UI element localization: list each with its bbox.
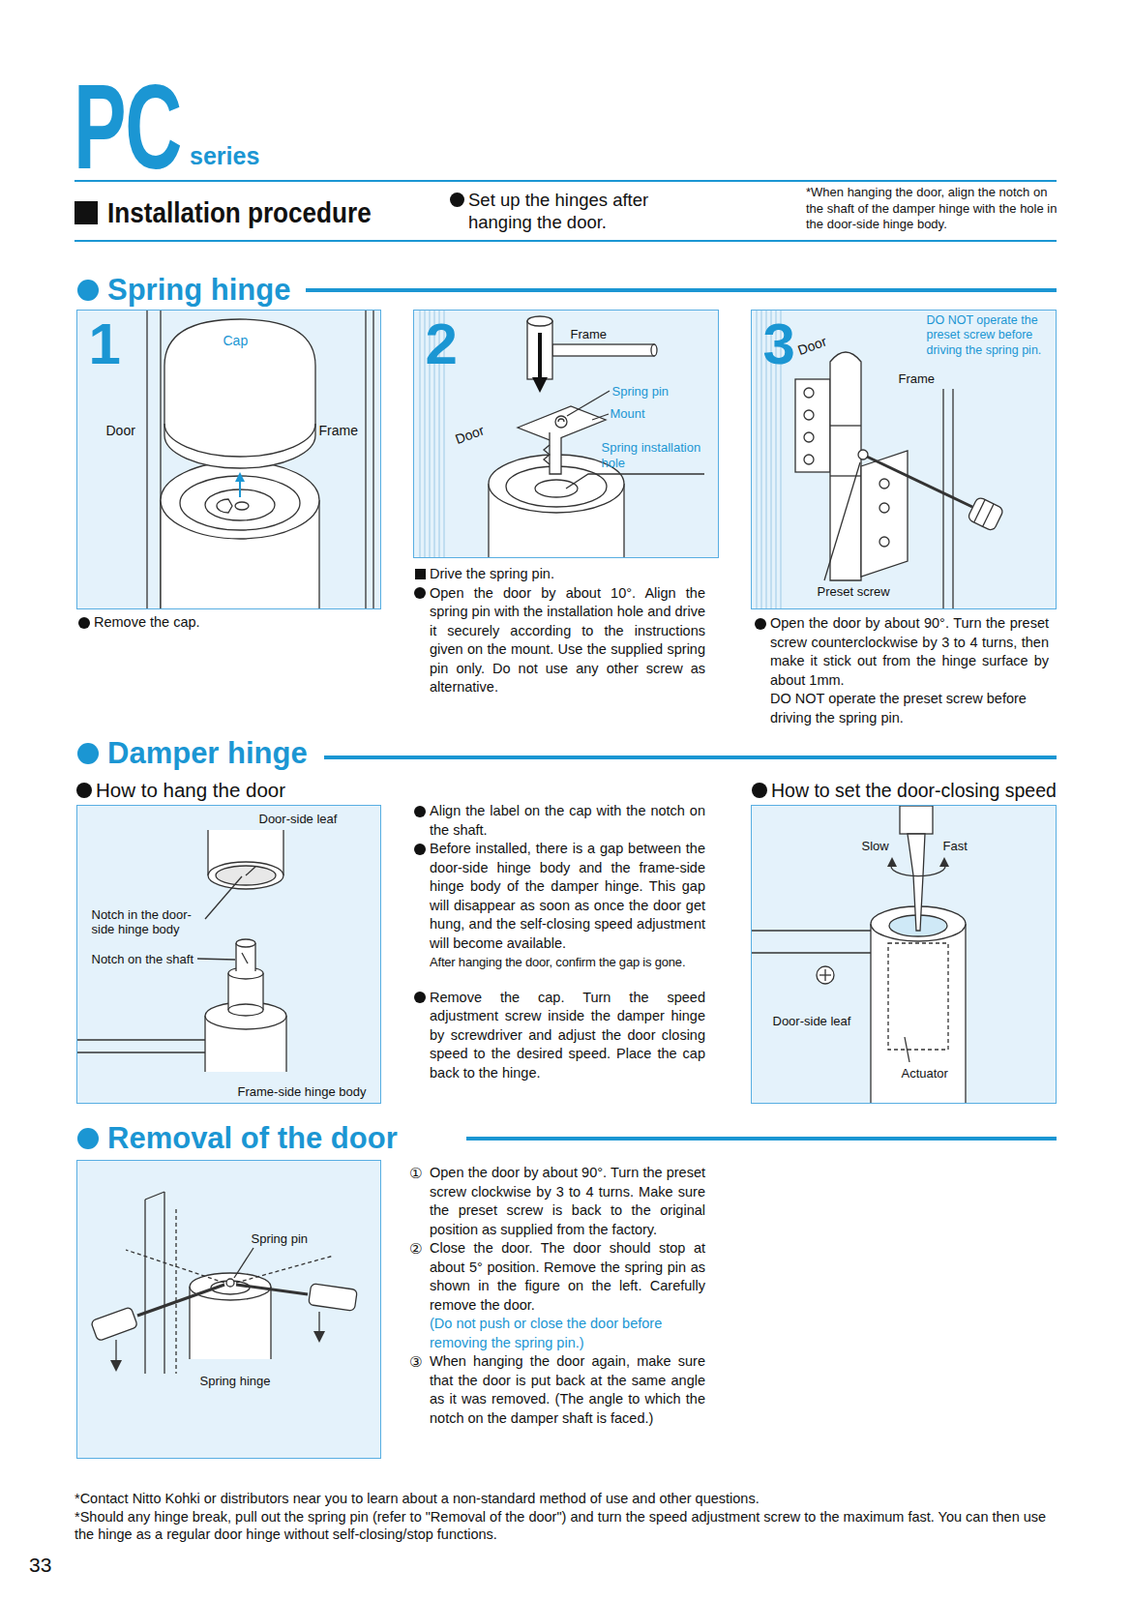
part-label: DO NOT operate the preset screw before d… bbox=[926, 313, 1053, 359]
callout-number: ① bbox=[409, 1163, 422, 1184]
heading-square bbox=[74, 201, 98, 225]
warning-text: (Do not push or close the door before re… bbox=[429, 1314, 706, 1353]
preset-screw-illustration bbox=[795, 352, 1005, 609]
panel-fills bbox=[76, 309, 1057, 1460]
part-label: Spring hinge bbox=[200, 1372, 271, 1391]
bullet-dot bbox=[414, 991, 426, 1004]
push-arrowheads bbox=[110, 1331, 326, 1372]
section-heading: Spring hinge bbox=[107, 272, 291, 308]
step-text: When hanging the door again, make sure t… bbox=[429, 1352, 706, 1429]
step-number: 1 bbox=[89, 315, 121, 374]
step-number: 3 bbox=[763, 315, 796, 374]
step-text: Align the label on the cap with the notc… bbox=[429, 802, 706, 840]
rotation-arrowheads bbox=[887, 857, 950, 867]
drive-arrow bbox=[532, 332, 548, 393]
square-bullet bbox=[415, 568, 426, 580]
header-rule bbox=[74, 179, 1057, 182]
page-title: PC bbox=[73, 66, 181, 187]
bullet-dot bbox=[414, 587, 426, 599]
damper-speed-illustration bbox=[751, 805, 966, 1103]
section-heading: Removal of the door bbox=[107, 1121, 398, 1157]
part-label: Door-side leaf bbox=[259, 810, 338, 829]
part-label: Preset screw bbox=[817, 583, 891, 601]
sub-heading: How to set the door-closing speed bbox=[771, 778, 1057, 803]
title-suffix: series bbox=[189, 142, 260, 170]
step-caption: Remove the cap. bbox=[93, 613, 201, 633]
section-title: Installation procedure bbox=[107, 196, 372, 230]
spring-pin-illustration bbox=[488, 316, 705, 558]
bullet-dot bbox=[449, 192, 465, 208]
page-number: 33 bbox=[29, 1553, 52, 1578]
part-label: Door bbox=[795, 331, 830, 359]
part-label: Fast bbox=[943, 837, 968, 856]
bullet-dot bbox=[414, 805, 426, 818]
step-text: Open the door by about 90°. Turn the pre… bbox=[770, 614, 1049, 690]
part-label: Door bbox=[106, 421, 136, 441]
removal-illustration bbox=[90, 1191, 358, 1374]
part-label: Frame bbox=[898, 370, 936, 388]
part-label: Cap bbox=[223, 331, 249, 351]
footnote: *Contact Nitto Kohki or distributors nea… bbox=[74, 1489, 1062, 1509]
part-label: Mount bbox=[610, 405, 646, 423]
part-label: Spring pin bbox=[612, 383, 670, 401]
figure-panel: Slow FastDoor-side leafActuator bbox=[750, 804, 1057, 1104]
figure-panel: 3 DO NOT operate the preset screw before … bbox=[750, 309, 1057, 610]
section-heading: Damper hinge bbox=[107, 736, 308, 772]
step-text: Open the door by about 90°. Turn the pre… bbox=[429, 1163, 706, 1240]
part-label: Door-side leaf bbox=[773, 1012, 852, 1031]
part-label: Spring installation hole bbox=[601, 440, 716, 472]
part-label: Frame-side hinge body bbox=[238, 1083, 367, 1102]
step-number: 2 bbox=[425, 315, 458, 374]
step-text: Remove the cap. Turn the speed adjustmen… bbox=[429, 988, 706, 1084]
figure-panel: Spring pinSpring hinge bbox=[76, 1160, 382, 1460]
part-label: Frame bbox=[319, 421, 358, 441]
damper-hang-illustration bbox=[76, 830, 287, 1073]
part-label: Frame bbox=[570, 326, 608, 344]
bullet-dot bbox=[77, 279, 99, 301]
part-label: Actuator bbox=[901, 1065, 949, 1083]
step-text: Before installed, there is a gap between… bbox=[429, 839, 706, 954]
callout-number: ② bbox=[409, 1239, 422, 1259]
step-caption: Drive the spring pin. bbox=[429, 565, 555, 585]
step-text: Open the door by about 10°. Align the sp… bbox=[429, 584, 706, 698]
figure-panel: 2 FrameSpring pinMountSpring installation… bbox=[413, 309, 719, 559]
note: *When hanging the door, align the notch … bbox=[805, 184, 1066, 234]
lift-arrow bbox=[235, 472, 245, 498]
figure-panel: Door-side leafNotch in the door-side hin… bbox=[76, 804, 382, 1104]
bullet-dot bbox=[754, 618, 767, 630]
part-label: Slow bbox=[862, 837, 890, 856]
bullet-dot bbox=[76, 782, 92, 799]
cap-illustration bbox=[147, 310, 374, 609]
part-label: Notch on the shaft bbox=[91, 951, 195, 969]
step-note: After hanging the door, confirm the gap … bbox=[429, 953, 706, 973]
bullet-dot bbox=[78, 617, 90, 629]
bullet-dot bbox=[414, 843, 426, 856]
section-rule bbox=[305, 288, 1057, 293]
part-label: Spring pin bbox=[251, 1230, 309, 1249]
part-label: Door bbox=[452, 420, 487, 448]
bullet-dot bbox=[751, 782, 768, 799]
bullet-dot bbox=[77, 743, 99, 765]
bullet-dot bbox=[77, 1128, 99, 1150]
sub-heading: How to hang the door bbox=[95, 778, 286, 803]
section-rule bbox=[466, 1136, 1057, 1141]
part-label: Notch in the door-side hinge body bbox=[91, 907, 203, 938]
figure-panel: 1 CapDoor Frame bbox=[76, 309, 382, 610]
step-text: Close the door. The door should stop at … bbox=[429, 1239, 706, 1315]
warning-text: DO NOT operate the preset screw before d… bbox=[770, 689, 1049, 728]
section-rule bbox=[324, 755, 1057, 760]
callout-number: ③ bbox=[409, 1352, 422, 1372]
instruction: Set up the hinges after hanging the door… bbox=[468, 188, 677, 234]
footnote: *Should any hinge break, pull out the sp… bbox=[74, 1508, 1062, 1545]
header-rule bbox=[74, 239, 1057, 242]
